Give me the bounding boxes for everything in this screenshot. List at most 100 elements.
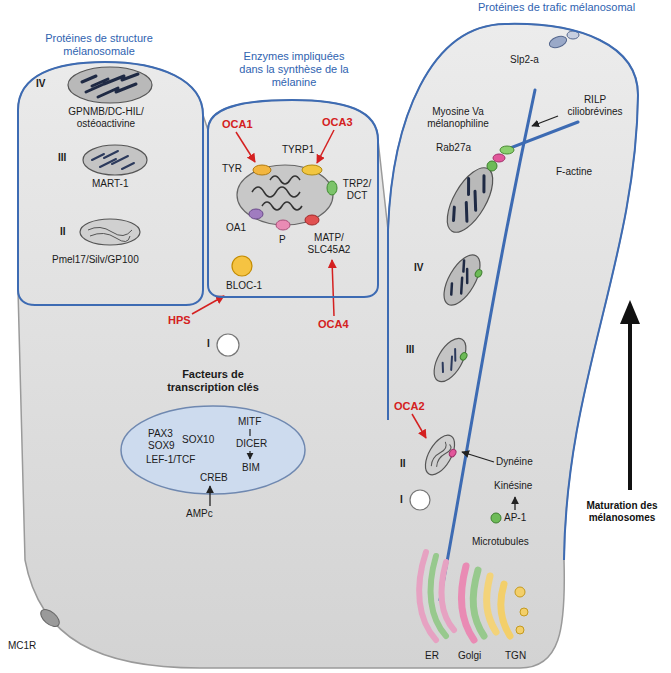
melanosome-stage-1 bbox=[217, 334, 239, 356]
transcription-factor-holder: SOX9 bbox=[148, 440, 175, 452]
mc1r-receptor-ellipse bbox=[38, 606, 63, 629]
melanosome-stage-2-right bbox=[419, 430, 462, 480]
myosin-complex-ellipse bbox=[500, 146, 514, 154]
nucleus-heading-holder: Facteurs de transcription clés bbox=[153, 368, 273, 394]
melanosome-stage-3-path bbox=[92, 151, 134, 169]
stage-numeral-holder: I bbox=[400, 494, 403, 506]
stage-numeral-holder: III bbox=[406, 344, 414, 356]
protein-label: P bbox=[279, 234, 286, 246]
receptor-label-holder: MC1R bbox=[8, 640, 36, 652]
ap1-adaptor bbox=[491, 513, 501, 523]
protein-label-holder: P bbox=[279, 234, 286, 246]
enzyme-melanosome bbox=[237, 165, 337, 230]
protein-label: BLOC-1 bbox=[226, 280, 262, 292]
protein-label: GPNMB/DC-HIL/ ostéoactivine bbox=[56, 106, 156, 130]
transcription-factor-holder: BIM bbox=[242, 462, 260, 474]
organelle-label: Microtubules bbox=[472, 536, 529, 548]
stage-numeral: III bbox=[58, 152, 66, 164]
disease-label-holder: HPS bbox=[168, 314, 191, 327]
endoplasmic-reticulum bbox=[419, 552, 454, 640]
protein-label: OA1 bbox=[226, 222, 246, 234]
myosin-complex bbox=[487, 146, 514, 171]
melanosome-stage-2 bbox=[80, 219, 140, 245]
stage-numeral: II bbox=[60, 226, 66, 238]
trans-golgi-network-circle bbox=[515, 587, 525, 597]
panel-heading-holder: Protéines de trafic mélanosomal bbox=[478, 1, 635, 14]
melanosome-stage-4-lower bbox=[437, 249, 488, 311]
motor-label: Kinésine bbox=[494, 480, 532, 492]
disease-arrows-path bbox=[317, 130, 334, 163]
panel-heading: Protéines de trafic mélanosomal bbox=[478, 1, 635, 14]
panel-heading-holder: Protéines de structure mélanosomale bbox=[34, 32, 164, 58]
enzyme-melanosome-ellipse bbox=[302, 165, 322, 175]
structure-panel: Protéines de structure mélanosomale bbox=[14, 30, 208, 310]
melanosome-stage-3-right-path bbox=[439, 347, 462, 375]
stage-numeral: I bbox=[207, 338, 210, 350]
disease-label: OCA1 bbox=[222, 118, 253, 131]
transcription-factor-holder: PAX3 bbox=[148, 428, 173, 440]
protein-label-holder: TYR bbox=[222, 163, 242, 175]
organelle-label-holder: Microtubules bbox=[472, 536, 529, 548]
melanosome-stage-4-lower-path bbox=[446, 260, 476, 298]
melanosome-stage-3 bbox=[83, 145, 147, 175]
maturation-arrow bbox=[620, 300, 640, 490]
nucleus-outline-path bbox=[209, 486, 210, 506]
protein-label: Pmel17/Silv/GP100 bbox=[52, 254, 139, 266]
stage-numeral: II bbox=[400, 458, 406, 470]
protein-label-holder: Slp2-a bbox=[510, 54, 539, 66]
protein-label: Rab27a bbox=[436, 142, 471, 154]
protein-label: Myosine Va mélanophiline bbox=[418, 106, 498, 130]
maturation-arrow-path bbox=[628, 320, 632, 490]
disease-label: HPS bbox=[168, 314, 191, 327]
disease-arrows-path bbox=[192, 296, 224, 314]
protein-label-holder: Myosine Va mélanophiline bbox=[418, 106, 498, 130]
melanosome-stage-4-ellipse bbox=[68, 67, 152, 103]
transcription-factor-holder: CREB bbox=[200, 472, 228, 484]
protein-label-holder: MATP/ SLC45A2 bbox=[304, 232, 354, 256]
disease-arrows-path bbox=[332, 260, 334, 316]
disease-label-holder: OCA3 bbox=[322, 116, 353, 129]
panel-heading-holder: Enzymes impliquées dans la synthèse de l… bbox=[234, 50, 354, 89]
enzyme-panel: Enzymes impliquées dans la synthèse de l… bbox=[204, 48, 384, 302]
disease-label: OCA3 bbox=[322, 116, 353, 129]
transcription-factor: BIM bbox=[242, 462, 260, 474]
transcription-factor: PAX3 bbox=[148, 428, 173, 440]
protein-label-holder: F-actine bbox=[556, 166, 592, 178]
trans-golgi-network-circle bbox=[520, 608, 528, 616]
organelle-label: ER bbox=[425, 650, 439, 662]
transcription-factor: SOX10 bbox=[182, 434, 214, 446]
disease-label: OCA2 bbox=[394, 400, 425, 413]
transcription-factor: CREB bbox=[200, 472, 228, 484]
stage-numeral: III bbox=[406, 344, 414, 356]
melanosome-stage-4-path bbox=[82, 74, 138, 97]
protein-label-holder: GPNMB/DC-HIL/ ostéoactivine bbox=[56, 106, 156, 130]
protein-label-holder: Pmel17/Silv/GP100 bbox=[52, 254, 139, 266]
maturation-arrow-polygon bbox=[620, 300, 640, 324]
myosin-complex-ellipse bbox=[487, 161, 497, 171]
panel-heading: Protéines de structure mélanosomale bbox=[34, 32, 164, 58]
golgi-stack bbox=[461, 566, 496, 640]
motor-label: Dynéine bbox=[496, 456, 533, 468]
motor-arrows-path bbox=[462, 452, 494, 462]
disease-label-holder: OCA1 bbox=[222, 118, 253, 131]
protein-label-holder: MART-1 bbox=[92, 178, 129, 190]
stage-numeral-holder: IV bbox=[36, 78, 45, 90]
organelle-label-holder: TGN bbox=[505, 650, 526, 662]
trans-golgi-network-circle bbox=[516, 626, 524, 634]
golgi-stack-path bbox=[473, 570, 484, 636]
endoplasmic-reticulum-path bbox=[441, 562, 454, 630]
disease-arrows-path bbox=[236, 132, 255, 162]
trans-golgi-network bbox=[501, 584, 528, 636]
receptor-label: MC1R bbox=[8, 640, 36, 652]
protein-label-holder: TYRP1 bbox=[282, 144, 314, 156]
protein-label-holder: OA1 bbox=[226, 222, 246, 234]
transcription-factor-holder: MITF bbox=[238, 416, 261, 428]
cell-outline bbox=[18, 24, 638, 668]
transcription-factor-holder: SOX10 bbox=[182, 434, 214, 446]
enzyme-melanosome-ellipse bbox=[237, 165, 333, 225]
slp2a-protein-ellipse bbox=[548, 34, 568, 50]
enzyme-melanosome-ellipse bbox=[249, 209, 263, 219]
stage-numeral-holder: II bbox=[400, 458, 406, 470]
